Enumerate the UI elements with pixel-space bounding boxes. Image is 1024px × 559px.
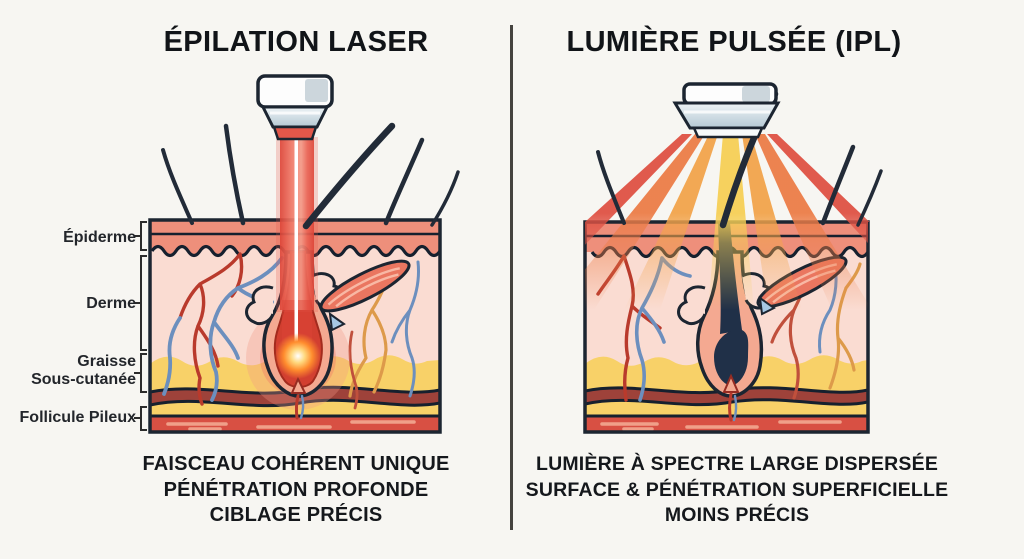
- muscle-layer: [150, 414, 440, 432]
- ipl-diagram: [512, 82, 962, 434]
- laser-device: [256, 74, 334, 141]
- ipl-rays: [512, 134, 962, 310]
- right-caption-line1: LUMIÈRE À SPECTRE LARGE DISPERSÉE: [535, 453, 939, 475]
- label-fat-line2: Sous-cutanée: [31, 370, 136, 388]
- label-dermis: Derme: [86, 295, 136, 312]
- beam-core: [294, 140, 298, 352]
- arrector-pili-muscle: [319, 259, 411, 313]
- sebaceous-gland: [245, 285, 275, 326]
- right-caption-line3: MOINS PRÉCIS: [664, 504, 810, 526]
- muscle-layer: [585, 414, 868, 432]
- laser-beam: [276, 137, 318, 352]
- ipl-device: [672, 82, 781, 139]
- laser-emitter: [272, 125, 318, 141]
- left-caption-line3: CIBLAGE PRÉCIS: [209, 504, 383, 526]
- left-caption-line1: FAISCEAU COHÉRENT UNIQUE: [142, 453, 450, 475]
- label-hair-follicle: Follicule Pileux: [19, 409, 136, 426]
- ipl-emitter: [692, 126, 764, 139]
- right-title: LUMIÈRE PULSÉE (IPL): [566, 26, 902, 58]
- label-fat-line1: Graisse: [77, 353, 136, 370]
- left-caption-line2: PÉNÉTRATION PROFONDE: [163, 478, 429, 501]
- right-caption-line2: SURFACE & PÉNÉTRATION SUPERFICIELLE: [525, 478, 949, 501]
- left-captions: FAISCEAU COHÉRENT UNIQUE PÉNÉTRATION PRO…: [88, 452, 504, 529]
- sebaceous-gland: [677, 285, 707, 326]
- dermal-papilla: [722, 373, 740, 393]
- label-subcutaneous-fat: Graisse Sous-cutanée: [4, 353, 136, 388]
- center-divider: [510, 25, 513, 530]
- label-brackets: [134, 221, 147, 431]
- label-epidermis: Épiderme: [63, 229, 136, 246]
- dermal-papilla: [290, 376, 307, 394]
- hairs: [161, 122, 460, 230]
- gland-duct: [328, 311, 346, 332]
- laser-diagram: [134, 74, 460, 434]
- right-captions: LUMIÈRE À SPECTRE LARGE DISPERSÉE SURFAC…: [522, 452, 952, 529]
- left-title: ÉPILATION LASER: [163, 26, 429, 58]
- target-glow: [275, 333, 321, 379]
- blood-vessels: [162, 252, 420, 410]
